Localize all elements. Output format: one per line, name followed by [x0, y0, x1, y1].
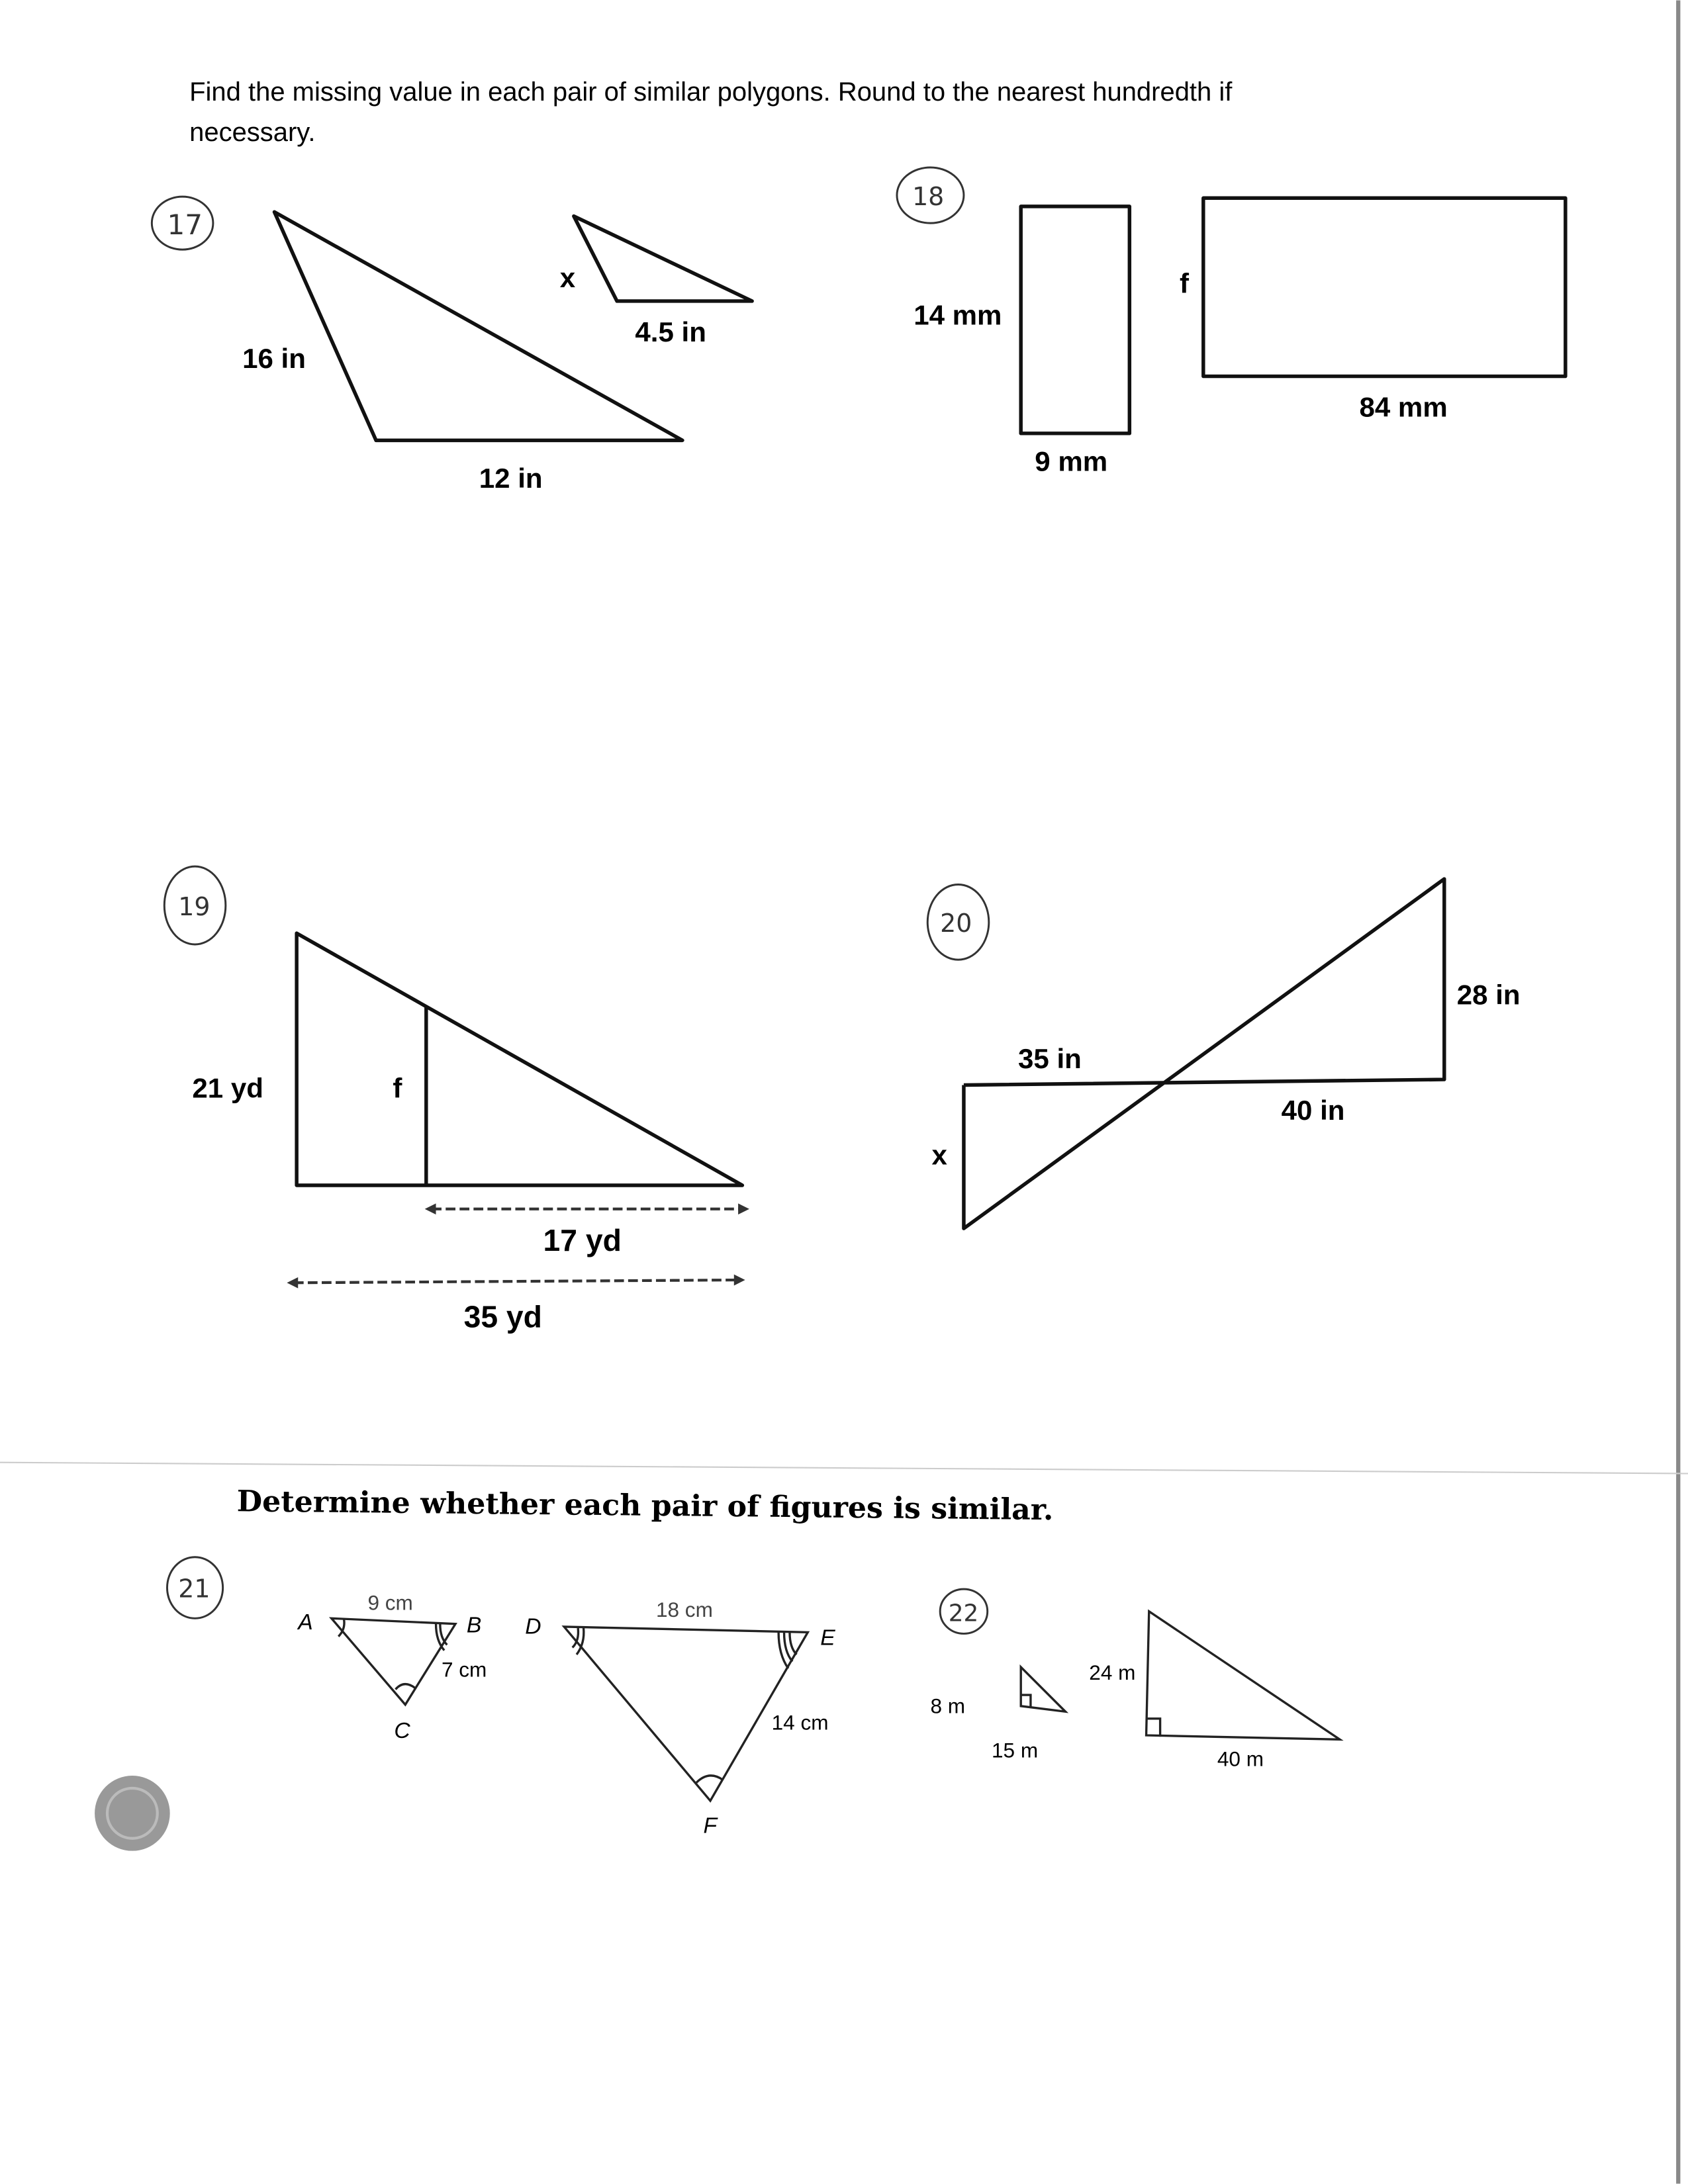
angle-mark [695, 1774, 724, 1784]
label-side-c: 84 mm [1359, 392, 1447, 423]
problem-number: 17 [167, 208, 203, 241]
problem-number: 20 [940, 909, 972, 938]
instructions-line-1: Find the missing value in each pair of s… [189, 77, 1233, 107]
vertex-e: E [820, 1625, 835, 1650]
problem-number: 21 [178, 1574, 210, 1604]
arrowhead-icon [738, 1203, 749, 1215]
large-triangle [295, 931, 745, 1187]
large-triangle [272, 210, 684, 443]
problem-number-circle [166, 1556, 224, 1619]
triangle-abc [328, 1617, 457, 1707]
hole-punch-ring [105, 1786, 159, 1840]
label-side-a: 4.5 in [635, 316, 706, 347]
right-angle-mark [1021, 1694, 1032, 1707]
small-triangle [572, 214, 754, 303]
label-s3: 24 m [1089, 1661, 1135, 1684]
arrowhead-icon [733, 1274, 745, 1286]
large-right-triangle [1145, 1609, 1344, 1741]
label-f: f [393, 1072, 402, 1103]
label-x: x [560, 262, 576, 293]
angle-mark [434, 1623, 448, 1651]
instructions-line-2: necessary. [189, 118, 315, 147]
label-side-c: 40 in [1282, 1095, 1345, 1126]
vertex-d: D [525, 1614, 541, 1639]
label-bc: 7 cm [442, 1658, 487, 1682]
problem-18: 18 14 mm f 9 mm 84 mm [896, 166, 1568, 477]
angle-mark [777, 1632, 798, 1670]
problem-20: 20 35 in 28 in 40 in x [926, 877, 1521, 1230]
large-rectangle [1201, 196, 1568, 379]
vertex-a: A [297, 1610, 312, 1635]
triangle-def [561, 1625, 810, 1803]
angle-mark [395, 1683, 416, 1690]
fold-line [0, 1461, 1688, 1475]
label-side-c: 35 yd [464, 1300, 542, 1334]
label-s1: 8 m [930, 1694, 965, 1717]
crossed-triangles [962, 877, 1446, 1230]
angle-mark [338, 1619, 346, 1637]
label-side-b: 16 in [242, 343, 306, 374]
hole-punch-icon [95, 1776, 170, 1851]
problem-number-circle [926, 884, 990, 961]
label-ab: 9 cm [367, 1591, 412, 1615]
label-side-a: 21 yd [192, 1072, 263, 1103]
label-side-b: 9 mm [1035, 446, 1107, 477]
problem-number-circle [896, 166, 965, 224]
label-s2: 15 m [992, 1739, 1038, 1762]
right-angle-mark [1146, 1717, 1162, 1737]
problem-number: 19 [178, 892, 210, 921]
problem-number: 22 [949, 1600, 979, 1627]
small-rectangle [1019, 205, 1132, 435]
vertex-b: B [467, 1613, 481, 1637]
angle-mark [571, 1627, 585, 1656]
problem-17: 17 x 4.5 in 16 in 12 in [150, 195, 754, 494]
arrowhead-icon [424, 1203, 436, 1215]
label-side-b: 17 yd [543, 1223, 622, 1257]
label-de: 18 cm [656, 1598, 713, 1621]
problem-21: 21 9 cm A B 7 cm C 18 cm D E 14 cm F [166, 1556, 835, 1838]
label-f: f [1180, 267, 1190, 298]
small-right-triangle [1019, 1664, 1069, 1713]
label-side-b: 28 in [1457, 979, 1521, 1010]
problem-number-circle [163, 865, 227, 946]
label-x: x [932, 1139, 948, 1170]
label-s4: 40 m [1217, 1747, 1264, 1770]
arrowhead-icon [287, 1277, 299, 1289]
problem-19: 19 21 yd f 17 yd 35 yd [163, 865, 749, 1334]
label-ef: 14 cm [772, 1711, 829, 1735]
problem-number: 18 [912, 182, 944, 211]
vertex-c: C [394, 1719, 410, 1743]
problem-number-circle [939, 1588, 989, 1635]
label-side-a: 35 in [1018, 1043, 1082, 1074]
problem-number-circle [150, 195, 214, 251]
label-side-a: 14 mm [914, 300, 1002, 331]
dimension-arrow-35 [293, 1278, 739, 1285]
label-side-c: 12 in [479, 463, 543, 494]
vertex-f: F [703, 1813, 718, 1838]
problem-22: 22 8 m 15 m 24 m 40 m [930, 1588, 1344, 1770]
